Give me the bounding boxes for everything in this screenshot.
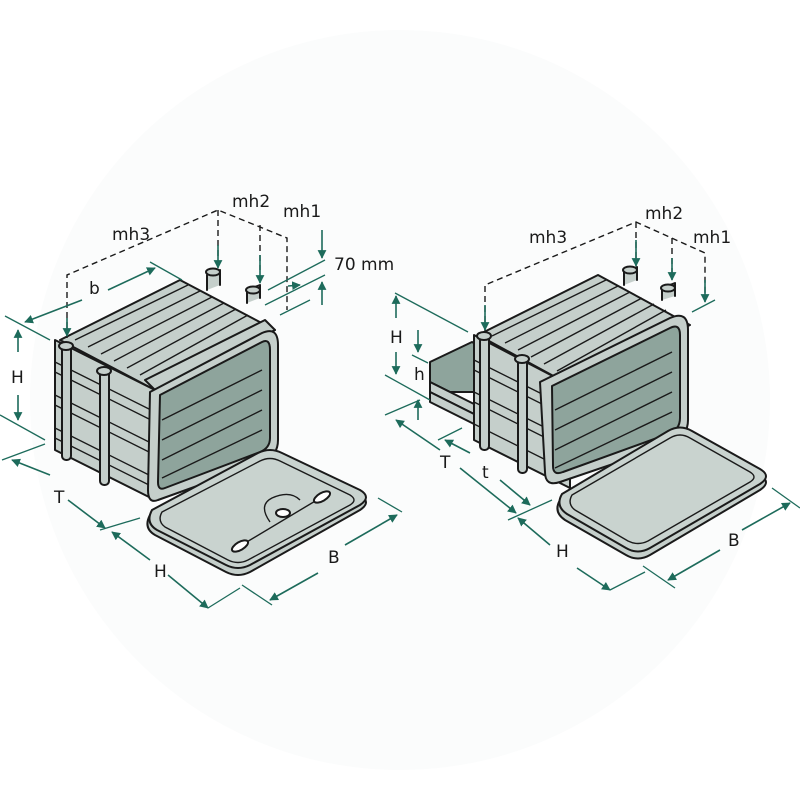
left-toolbox: mh3 mh2 mh1 70 mm b H T H B xyxy=(0,192,403,609)
label-B: B xyxy=(328,548,340,568)
label-mh1: mh1 xyxy=(283,202,321,222)
left-box-rail-2 xyxy=(99,369,110,486)
label-H-side: H xyxy=(11,368,24,388)
right-box-top-ribs xyxy=(491,279,667,372)
label-T: T xyxy=(53,488,65,508)
left-box-top-ribs xyxy=(74,284,249,376)
label-mh1: mh1 xyxy=(693,228,731,248)
label-t: t xyxy=(482,463,489,483)
label-mh3: mh3 xyxy=(529,228,567,248)
label-H-bottom: H xyxy=(556,542,569,562)
left-box-lid xyxy=(148,449,367,569)
left-box-rail-1 xyxy=(61,344,72,461)
label-mh2: mh2 xyxy=(645,204,683,224)
label-H-bottom: H xyxy=(154,562,167,582)
right-box-lid xyxy=(558,426,767,553)
label-mh3: mh3 xyxy=(112,225,150,245)
left-box-interior xyxy=(157,340,271,490)
label-h: h xyxy=(414,365,425,385)
label-T: T xyxy=(439,453,451,473)
right-labels: mh3 mh2 mh1 H h T t H B xyxy=(390,204,740,562)
left-box-top-lip xyxy=(144,319,276,391)
right-box-rail-1 xyxy=(479,334,490,451)
left-dimensions xyxy=(0,209,403,609)
label-70mm: 70 mm xyxy=(334,255,394,275)
left-labels: mh3 mh2 mh1 70 mm b H T H B xyxy=(11,192,394,582)
label-b: b xyxy=(89,279,100,299)
lid-handle-icon xyxy=(230,490,332,553)
right-box-interior-lines xyxy=(554,351,673,469)
right-dimensions xyxy=(384,221,800,591)
background-circle xyxy=(30,30,770,770)
label-H-side: H xyxy=(390,328,403,348)
right-toolbox: mh3 mh2 mh1 H h T t H B xyxy=(384,204,800,591)
left-box-interior-lines xyxy=(161,369,263,479)
label-B: B xyxy=(728,531,740,551)
label-mh2: mh2 xyxy=(232,192,270,212)
right-box-rail-2 xyxy=(517,357,528,474)
